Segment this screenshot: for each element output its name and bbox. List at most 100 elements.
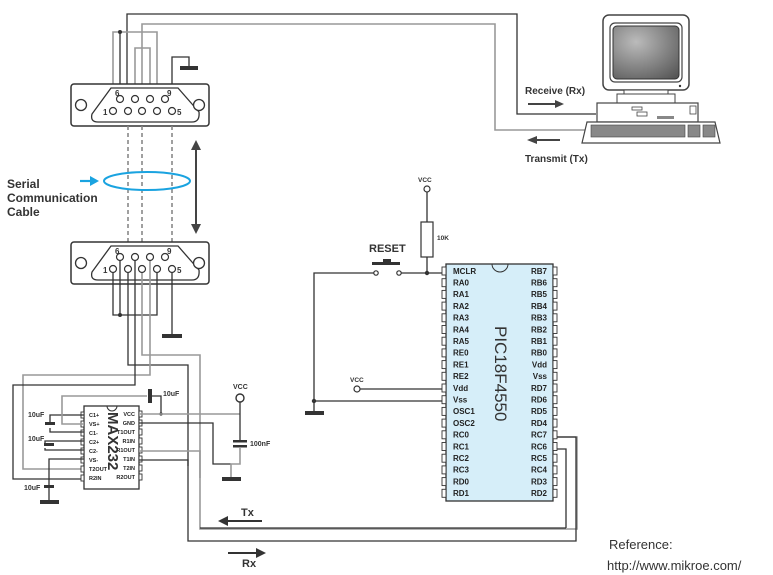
pin-rd0: RD0	[441, 477, 470, 486]
ground-symbol	[180, 66, 198, 70]
pin-label: RA0	[453, 279, 470, 288]
pin-label: VS+	[89, 422, 100, 428]
cap-label: 10uF	[24, 485, 41, 492]
pin-label: Vdd	[532, 360, 547, 369]
capacitor-100nf-plate	[233, 445, 247, 448]
pin-label: R1OUT	[116, 448, 135, 454]
pin-label: T2OUT	[89, 467, 108, 473]
tx-label: Tx	[241, 507, 255, 519]
pin-label: VS-	[89, 458, 98, 464]
pin-label: RA3	[453, 314, 470, 323]
wire-top-db9-loop	[112, 31, 158, 93]
pin-label: R2IN	[89, 476, 102, 482]
wire-vsminus	[48, 458, 84, 485]
pin-label: C1-	[89, 431, 98, 437]
pin-label: RD5	[531, 407, 548, 416]
reset-label: RESET	[369, 243, 406, 255]
wire-c2plus	[44, 440, 84, 443]
pin-rc1: RC1	[441, 442, 470, 451]
pin-label: RB7	[531, 267, 548, 276]
pin-label: RD0	[453, 477, 470, 486]
pin-label: RB1	[531, 337, 548, 346]
vcc-terminal-icon	[423, 185, 431, 193]
cap-100nf-label: 100nF	[250, 441, 271, 448]
pin-label: RC1	[453, 442, 470, 451]
wire-c1minus	[49, 428, 84, 433]
pin-r1out: R1OUT	[116, 446, 143, 454]
receive-label: Receive (Rx)	[525, 86, 585, 97]
reset-button[interactable]	[372, 259, 402, 276]
wire-cap-gnd	[230, 448, 241, 478]
wire-db9-to-max-r1in	[141, 273, 201, 478]
pin-re1: RE1	[441, 360, 469, 369]
wire-pc-receive	[126, 13, 596, 115]
db9-pin6-label: 6	[115, 89, 120, 98]
wire-vsplus	[61, 395, 147, 425]
pin-label: RC2	[453, 454, 470, 463]
pin-ra3: RA3	[441, 313, 470, 323]
db9-pin5-label: 5	[177, 108, 182, 117]
wire-db9-to-max-t1out	[127, 273, 189, 466]
pic-name: PIC18F4550	[491, 326, 510, 421]
pin-r2in: R2IN	[80, 474, 102, 482]
reference-url-link[interactable]: http://www.mikroe.com/	[607, 558, 742, 573]
cable-label-line2: Communication	[7, 191, 98, 205]
db9-pin9-label: 9	[167, 89, 172, 98]
pin-ra2: RA2	[441, 301, 470, 311]
pin-rc2: RC2	[441, 453, 470, 463]
wire-pc-transmit	[141, 23, 590, 131]
pin-label: RD7	[531, 384, 548, 393]
ground-symbol	[222, 477, 241, 481]
pin-label: GND	[123, 421, 135, 427]
pin-rc6: RC6	[531, 442, 558, 451]
junction-dot	[118, 313, 122, 317]
pin-label: RC4	[531, 466, 548, 475]
pin-rd1: RD1	[441, 488, 470, 498]
junction-dot	[311, 398, 317, 404]
pin-rd6: RD6	[531, 395, 558, 405]
tx-arrow-icon	[218, 516, 262, 526]
pin-label: RD4	[531, 419, 548, 428]
pin-rd7: RD7	[531, 383, 558, 393]
pic18f4550-chip: PIC18F4550	[445, 263, 554, 502]
db9-connector-top: 6 9 1 5	[70, 83, 210, 127]
pin-osc1: OSC1	[441, 406, 475, 416]
resistor-10k	[420, 221, 434, 258]
pin-label: OSC2	[453, 419, 475, 428]
pin-label: Vss	[453, 396, 468, 405]
pin-c1-: C1-	[80, 429, 98, 437]
pin-label: R2OUT	[116, 475, 135, 481]
wire-max-gnd	[139, 422, 231, 465]
pin-label: OSC1	[453, 407, 475, 416]
pin-rb7: RB7	[531, 266, 558, 276]
pin-label: VCC	[123, 412, 135, 418]
pin-r1in: R1IN	[122, 437, 143, 445]
db9-connector-bottom: 6 9 1 5	[70, 241, 210, 285]
pin-ra0: RA0	[441, 278, 470, 288]
pin-label: RB4	[531, 302, 548, 311]
pin-label: RD3	[531, 477, 548, 486]
wire-t1in-to-rc6	[139, 436, 577, 542]
pin-ra1: RA1	[441, 289, 470, 299]
ground-symbol	[162, 334, 182, 338]
pin-label: T2IN	[123, 466, 135, 472]
pin-label: RC6	[531, 442, 548, 451]
pin-label: T1OUT	[117, 430, 136, 436]
pic-right-pins: RB7RB6RB5RB4RB3RB2RB1RB0VddVssRD7RD6RD5R…	[531, 266, 558, 498]
pin-label: T1IN	[123, 457, 135, 463]
vcc-terminal-icon	[235, 393, 245, 403]
pin-label: RD1	[453, 489, 470, 498]
computer-icon	[581, 14, 721, 144]
max232-name: MAX232	[104, 412, 121, 470]
capacitor-10uf-vsplus	[148, 389, 152, 403]
pin-label: RC3	[453, 466, 470, 475]
pin-label: RB5	[531, 290, 548, 299]
db9-pin6-label: 6	[115, 247, 120, 256]
capacitor-10uf-c1	[45, 422, 55, 425]
pin-osc2: OSC2	[441, 418, 475, 428]
pin-label: RD6	[531, 396, 548, 405]
ground-symbol	[305, 411, 324, 415]
pin-label: C2+	[89, 440, 99, 446]
